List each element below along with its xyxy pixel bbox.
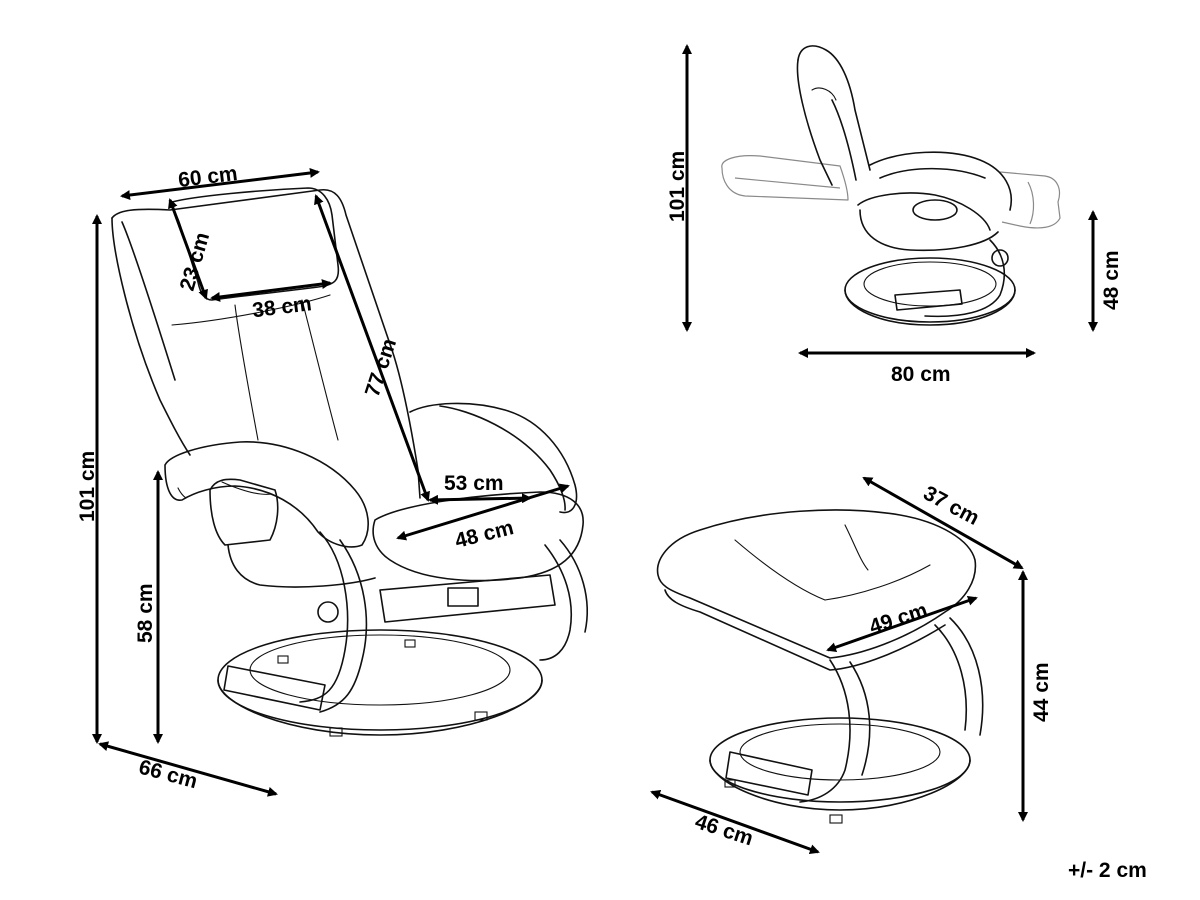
dim-line-chair-depth: [98, 741, 278, 797]
label-ottoman-top-width: 49 cm: [867, 599, 931, 639]
label-seat-depth: 48 cm: [453, 516, 516, 553]
reclined-chair-drawing: [721, 45, 1061, 326]
label-ottoman-height: 44 cm: [1030, 662, 1053, 722]
label-seat-depth-top: 53 cm: [444, 472, 504, 495]
dim-line-chair-width: [120, 168, 320, 200]
label-reclined-height: 101 cm: [666, 151, 689, 222]
dim-line-backrest-height: [314, 194, 430, 502]
recliner-chair-drawing: [111, 187, 588, 737]
dim-line-headrest-height: [168, 198, 208, 300]
label-chair-width: 60 cm: [177, 162, 239, 192]
label-chair-height: 101 cm: [76, 451, 99, 522]
dim-line-headrest-width: [210, 279, 332, 302]
tolerance-note: +/- 2 cm: [1068, 859, 1147, 882]
label-backrest-height: 77 cm: [361, 336, 401, 400]
dimension-lines: [92, 44, 1098, 854]
dim-line-ottoman-top-width: [826, 595, 978, 653]
dim-line-ottoman-width: [650, 790, 820, 854]
dim-line-seat-depth: [396, 483, 570, 541]
dimension-labels: 60 cm 23 cm 38 cm 77 cm 53 cm 48 cm 101 …: [76, 151, 1147, 882]
label-headrest-height: 23 cm: [176, 230, 215, 294]
dim-line-seat-depth-top: [428, 493, 532, 505]
label-ottoman-width: 46 cm: [692, 810, 756, 850]
dim-line-ottoman-depth: [862, 476, 1024, 570]
label-seat-height: 58 cm: [134, 583, 157, 643]
label-footrest-height: 48 cm: [1100, 250, 1123, 310]
label-reclined-length: 80 cm: [891, 363, 951, 386]
label-headrest-width: 38 cm: [251, 292, 313, 322]
ottoman-drawing: [656, 509, 984, 824]
label-chair-depth: 66 cm: [136, 756, 199, 794]
